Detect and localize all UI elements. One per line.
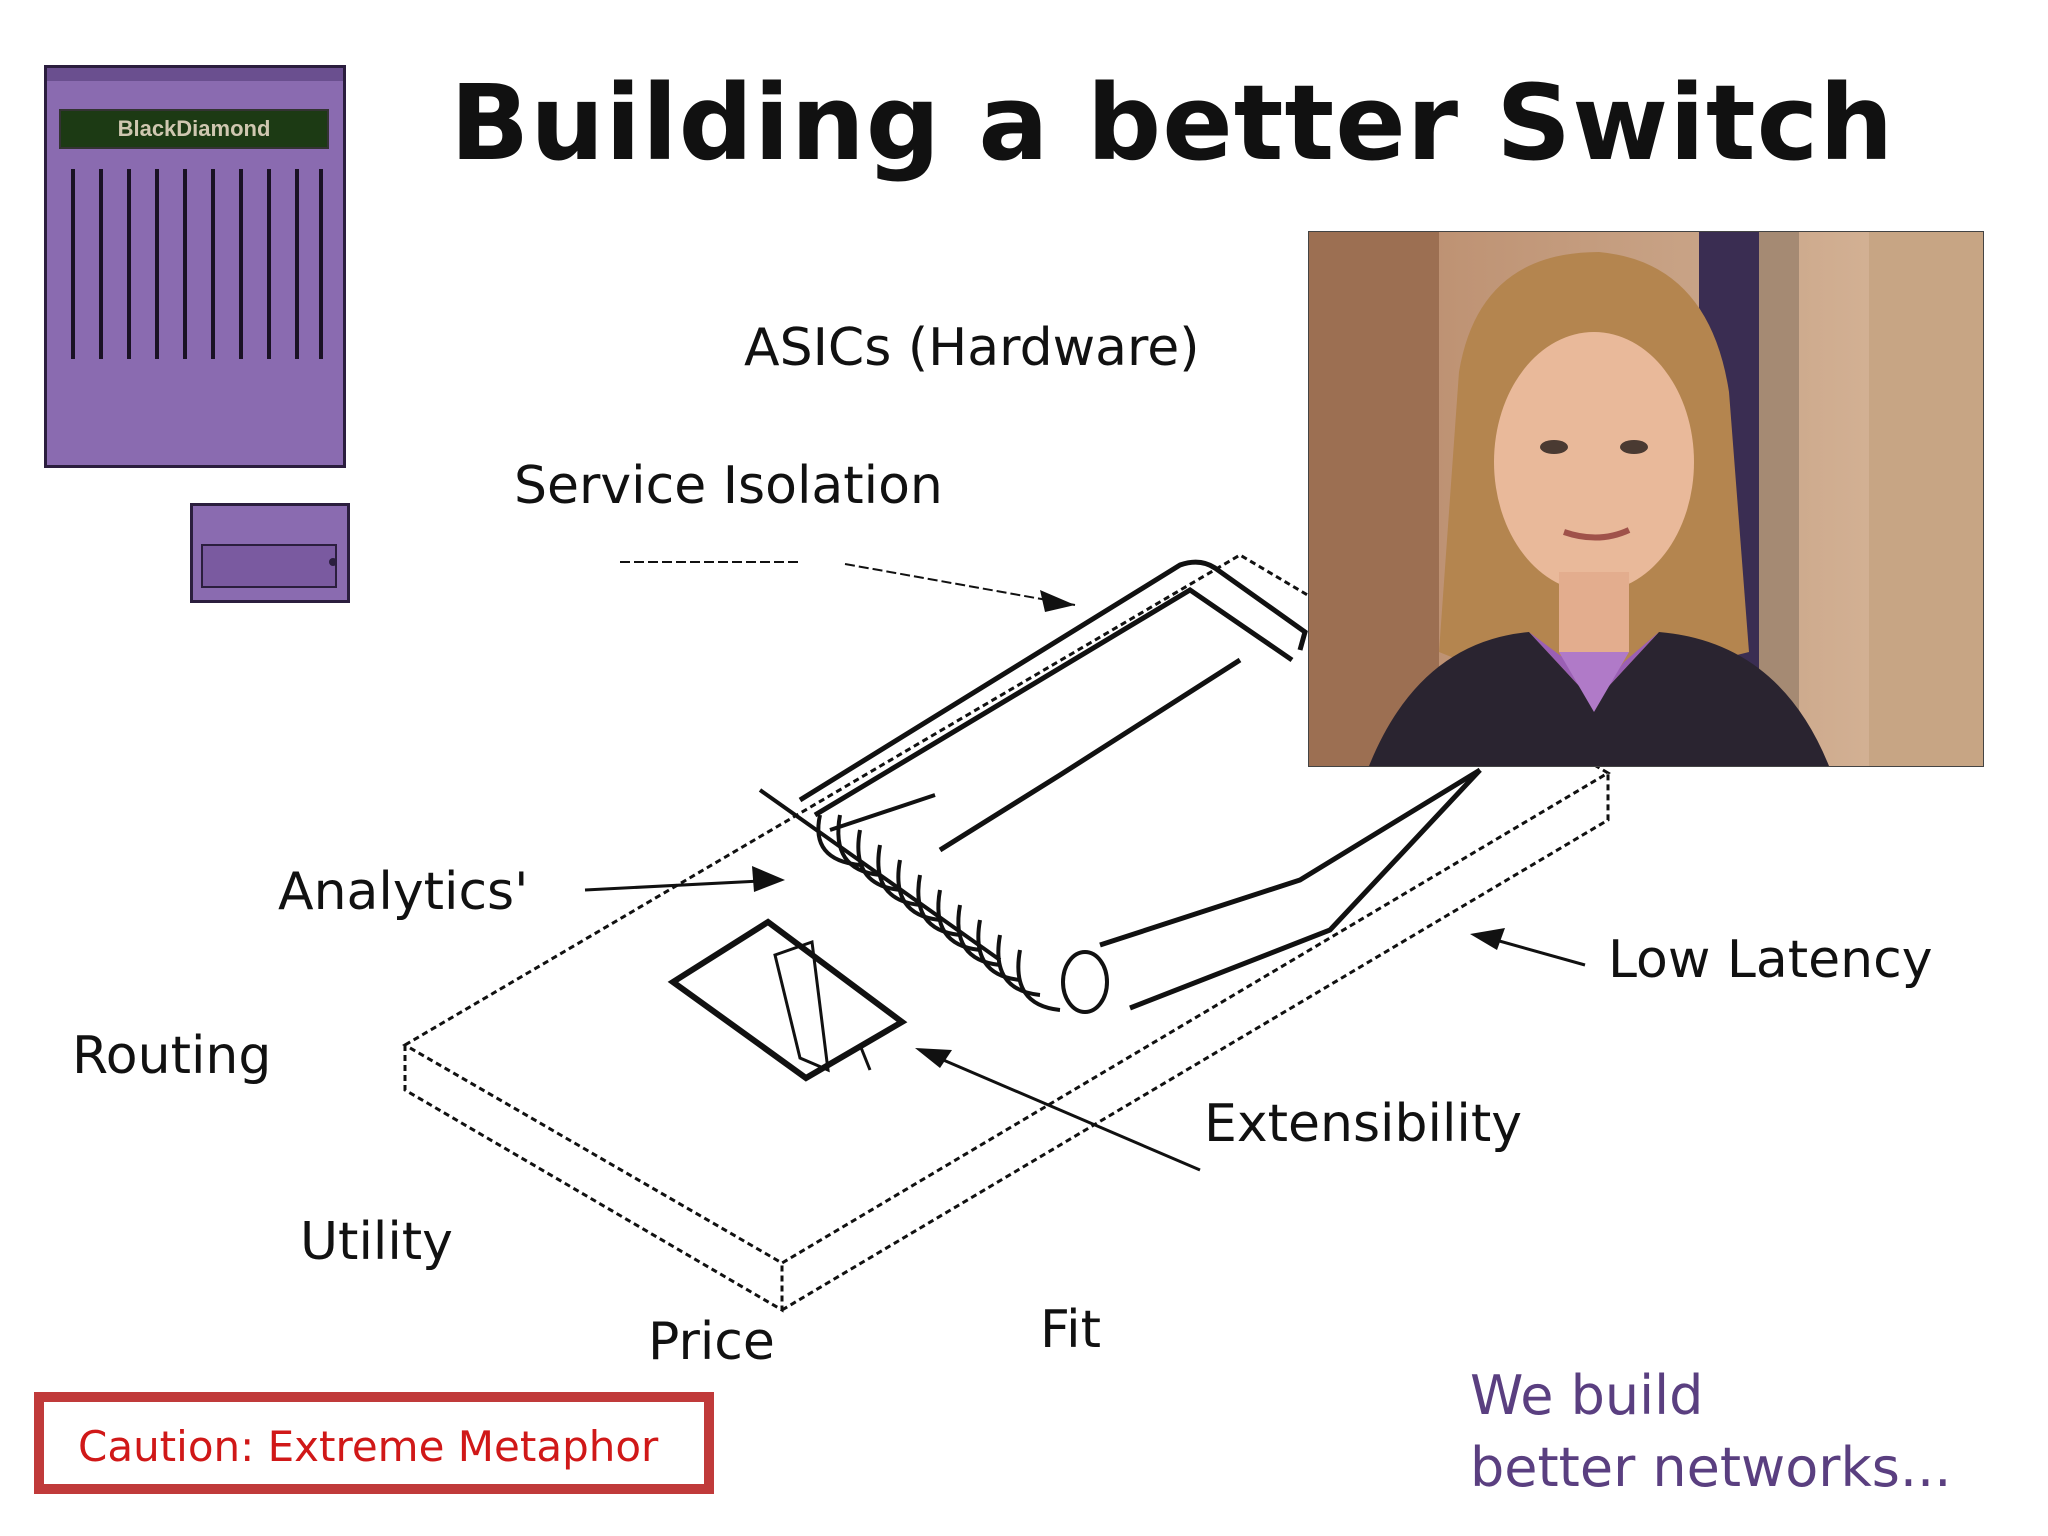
chassis-slot <box>295 169 299 359</box>
brand-label: BlackDiamond <box>59 109 329 149</box>
chassis-top <box>44 65 346 81</box>
label-low-latency: Low Latency <box>1608 930 1933 990</box>
chassis-slot <box>71 169 75 359</box>
small-switch-led <box>329 558 337 566</box>
slide-title: Building a better Switch <box>450 62 1895 184</box>
label-utility: Utility <box>300 1212 453 1272</box>
label-asics: ASICs (Hardware) <box>744 318 1200 378</box>
chassis-slot <box>239 169 243 359</box>
chassis-slot <box>127 169 131 359</box>
chassis-slot <box>183 169 187 359</box>
chassis-slot <box>211 169 215 359</box>
chassis-slot <box>267 169 271 359</box>
label-analytics: Analytics' <box>278 862 529 922</box>
caution-text: Caution: Extreme Metaphor <box>78 1422 659 1471</box>
tagline-line-2: better networks... <box>1470 1436 1952 1499</box>
presenter-video[interactable] <box>1308 231 1984 767</box>
small-switch-front <box>201 544 337 588</box>
label-extensibility: Extensibility <box>1204 1094 1523 1154</box>
presenter-image <box>1309 232 1983 766</box>
caution-banner: Caution: Extreme Metaphor <box>34 1392 714 1494</box>
label-service-isolation: Service Isolation <box>514 456 943 516</box>
small-switch-icon <box>190 503 350 603</box>
tagline: We build better networks... <box>1470 1360 1951 1504</box>
chassis-slot <box>99 169 103 359</box>
label-routing: Routing <box>72 1026 272 1086</box>
tagline-line-1: We build <box>1470 1364 1704 1427</box>
chassis-slot <box>155 169 159 359</box>
switch-chassis-icon: BlackDiamond <box>44 65 346 468</box>
label-fit: Fit <box>1040 1300 1101 1360</box>
chassis-slot <box>319 169 323 359</box>
label-price: Price <box>648 1312 775 1372</box>
